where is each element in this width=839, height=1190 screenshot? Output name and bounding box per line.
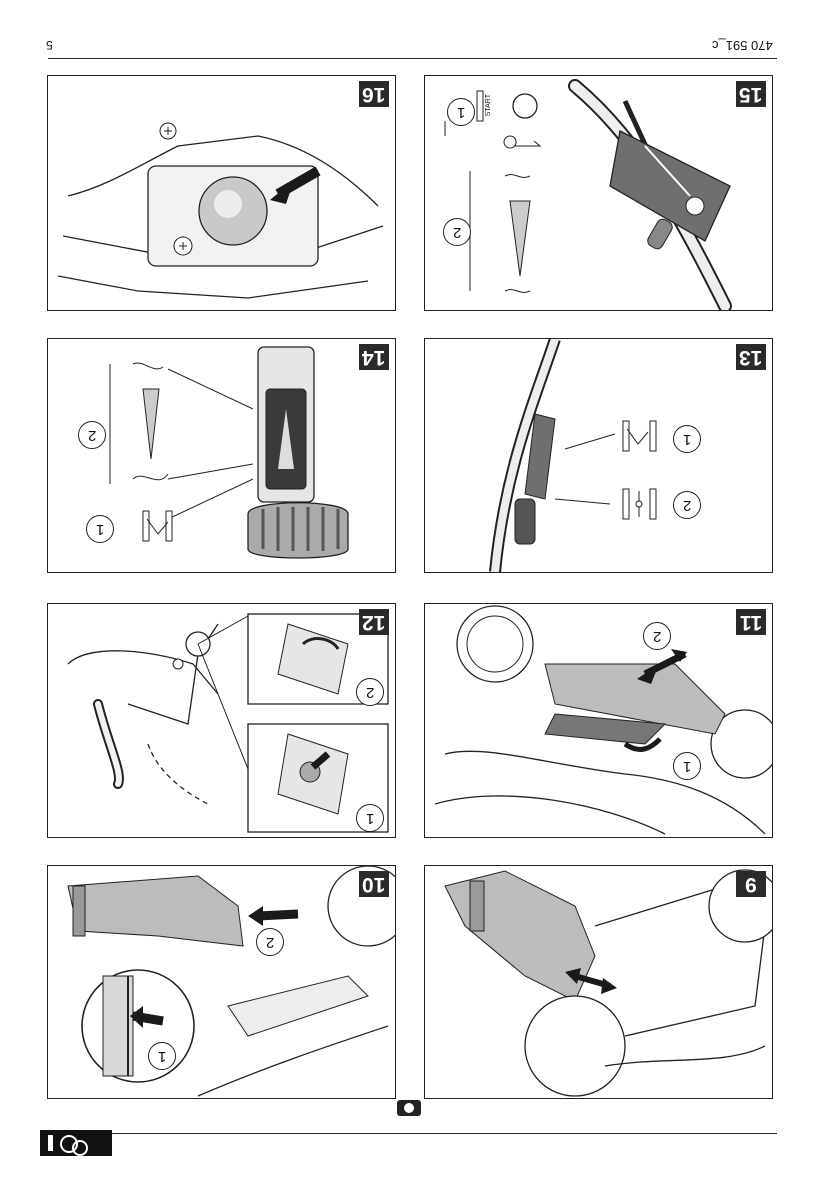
callout-2: 2 (78, 421, 106, 449)
callout-1: 1 (148, 1042, 176, 1070)
panel-14: 14 1 2 (47, 338, 396, 573)
figure-9-catcher-mount (444, 869, 772, 1097)
panel-12: 12 1 2 (47, 603, 396, 838)
callout-1: 1 (447, 98, 475, 126)
figure-number-badge: 11 (736, 609, 766, 635)
panel-10: 10 1 2 (47, 865, 396, 1099)
callout-2: 2 (256, 928, 284, 956)
figure-number-badge: 10 (359, 871, 389, 897)
figure-15-throttle-control (444, 79, 732, 310)
figure-number-badge: 15 (736, 81, 766, 107)
figure-11-rear-flap (434, 605, 772, 835)
footer-rule (112, 1133, 777, 1134)
warning-icon-bar (40, 1130, 112, 1156)
callout-2: 2 (443, 218, 471, 246)
callout-2: 2 (356, 678, 384, 706)
panel-9: 9 (424, 865, 773, 1099)
panel-11: 11 1 2 (424, 603, 773, 838)
panel-15: 15 1 2 START (424, 75, 773, 311)
figure-16-carburetor-primer (57, 122, 384, 299)
panel-16: 16 (47, 75, 396, 311)
page-number: 5 (46, 38, 53, 52)
header-rule (48, 58, 777, 59)
figure-13-drive-lever (489, 339, 657, 572)
figure-14-speed-lever (109, 346, 349, 559)
callout-1: 1 (86, 515, 114, 543)
callout-1: 1 (673, 752, 701, 780)
figure-number-badge: 13 (736, 344, 766, 370)
figure-number-badge: 16 (359, 81, 389, 107)
camera-icon (397, 1100, 421, 1116)
figure-number-badge: 14 (359, 344, 389, 370)
callout-1: 1 (673, 425, 701, 453)
figure-10-grass-catcher (67, 866, 395, 1097)
panel-13: 13 1 2 (424, 338, 773, 573)
start-label: START (485, 94, 492, 117)
callout-1: 1 (356, 804, 384, 832)
document-code: 470 591_c (712, 38, 773, 53)
figure-number-badge: 9 (736, 871, 766, 897)
figure-number-badge: 12 (359, 609, 389, 635)
callout-2: 2 (673, 491, 701, 519)
info-icon (48, 1135, 53, 1151)
figure-12-handle-fold (67, 613, 389, 833)
callout-2: 2 (643, 622, 671, 650)
